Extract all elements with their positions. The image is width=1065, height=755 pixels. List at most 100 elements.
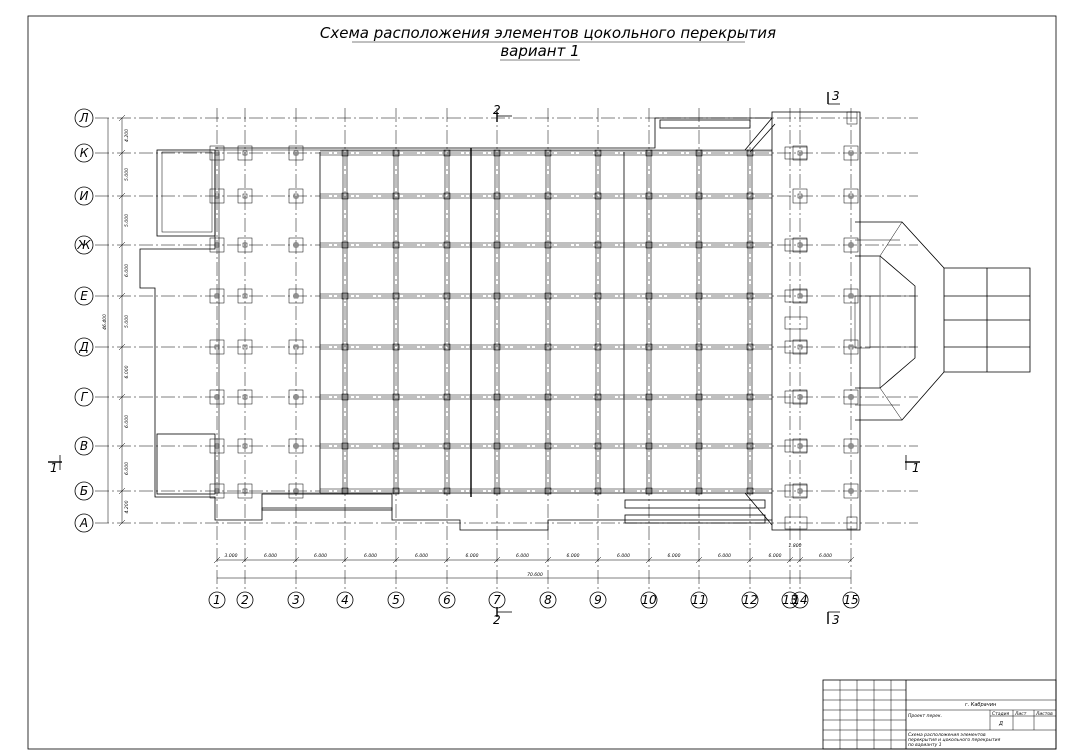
column-axis-label: 9 — [594, 593, 602, 607]
column-post — [293, 394, 299, 400]
svg-text:2: 2 — [493, 103, 501, 117]
column-post — [645, 343, 653, 351]
column-post — [746, 393, 754, 401]
column-post — [493, 241, 501, 249]
beam-layer — [215, 149, 772, 494]
column-post — [544, 292, 552, 300]
column-post — [443, 393, 451, 401]
column-dimension-label: 6.000 — [617, 553, 630, 559]
column-post — [443, 487, 451, 495]
title-block: г. Кабрачин Стадия Лист Листов Д Проект … — [822, 679, 1057, 750]
row-dimension-tick — [118, 442, 126, 450]
column-axis-label: 7 — [493, 593, 501, 607]
column-axis-label: 1 — [213, 593, 221, 607]
drawing-title-line2: вариант 1 — [500, 42, 579, 60]
section-cut-1: 1 1 — [48, 455, 920, 475]
row-dimension-label: 6.000 — [124, 462, 130, 475]
column-pad — [784, 146, 808, 160]
row-axis-label: Б — [80, 484, 88, 498]
column-post — [746, 241, 754, 249]
column-post — [341, 292, 349, 300]
column-pad — [784, 484, 808, 498]
column-pad — [209, 237, 225, 253]
column-pad — [784, 516, 808, 530]
svg-text:3: 3 — [832, 613, 840, 627]
column-axis-bubble — [287, 591, 305, 609]
column-post — [695, 487, 703, 495]
column-post — [645, 393, 653, 401]
column-pad — [843, 483, 859, 499]
column-post — [242, 293, 248, 299]
column-post — [392, 292, 400, 300]
row-dimension-tick — [118, 149, 126, 157]
column-pad — [288, 237, 304, 253]
title-block-stage-header: Стадия — [992, 711, 1010, 717]
row-total-label: 46.400 — [102, 314, 108, 330]
column-axis-label: 6 — [443, 593, 451, 607]
svg-text:3: 3 — [832, 89, 840, 103]
row-dimension-tick — [118, 519, 126, 527]
column-dimension-label: 6.000 — [718, 553, 731, 559]
column-axis-label: 12 — [742, 593, 757, 607]
column-post — [493, 393, 501, 401]
column-dimension-label: 6.000 — [264, 553, 277, 559]
column-axis-bubble — [589, 591, 607, 609]
column-post — [293, 488, 299, 494]
column-post — [493, 442, 501, 450]
column-pad — [288, 483, 304, 499]
row-axis-label: Д — [78, 340, 88, 354]
column-post — [746, 343, 754, 351]
column-axis-label: 4 — [341, 593, 349, 607]
column-dimension-label: 6.000 — [668, 553, 681, 559]
column-post — [392, 487, 400, 495]
row-dimension-label: 5.000 — [124, 214, 130, 227]
column-post — [493, 149, 501, 157]
row-axis-label: Ж — [77, 238, 92, 252]
column-axis-label: 15 — [843, 593, 858, 607]
column-dimension-tick — [443, 556, 451, 564]
column-post — [242, 443, 248, 449]
column-axis-label: 10 — [641, 593, 657, 607]
column-pad — [288, 339, 304, 355]
column-post — [797, 293, 803, 299]
column-axis-label: 5 — [392, 593, 400, 607]
column-post — [214, 344, 220, 350]
column-post — [695, 149, 703, 157]
column-post — [392, 192, 400, 200]
column-post — [848, 193, 854, 199]
column-pad — [784, 289, 808, 303]
column-pad — [237, 389, 253, 405]
column-axis-label: 3 — [292, 593, 300, 607]
column-post — [645, 442, 653, 450]
column-post — [695, 393, 703, 401]
column-axis-bubble — [791, 591, 809, 609]
column-post — [544, 442, 552, 450]
row-axis-label: К — [80, 146, 89, 160]
column-post — [392, 343, 400, 351]
column-pad — [784, 340, 808, 354]
column-pad — [237, 483, 253, 499]
column-post — [645, 487, 653, 495]
column-pad — [237, 145, 253, 161]
column-post — [293, 443, 299, 449]
column-dimension-label: 6.000 — [466, 553, 479, 559]
column-post — [645, 241, 653, 249]
column-post — [797, 193, 803, 199]
row-axis-bubble — [74, 143, 94, 163]
column-post — [746, 292, 754, 300]
column-dimension-tick — [594, 556, 602, 564]
column-post — [242, 344, 248, 350]
column-pad — [288, 145, 304, 161]
row-axis-label: Л — [78, 111, 88, 125]
row-grid-lines — [95, 117, 918, 524]
row-axis-bubble — [74, 186, 94, 206]
column-pad — [288, 389, 304, 405]
row-axis-label: И — [80, 189, 89, 203]
column-post — [544, 487, 552, 495]
column-post — [594, 149, 602, 157]
title-block-desc2: перекрытия и цокольного перекрытия — [908, 738, 1001, 743]
column-dimension-tick — [292, 556, 300, 564]
column-dimension-label: 6.000 — [516, 553, 529, 559]
row-dimension-tick — [118, 292, 126, 300]
